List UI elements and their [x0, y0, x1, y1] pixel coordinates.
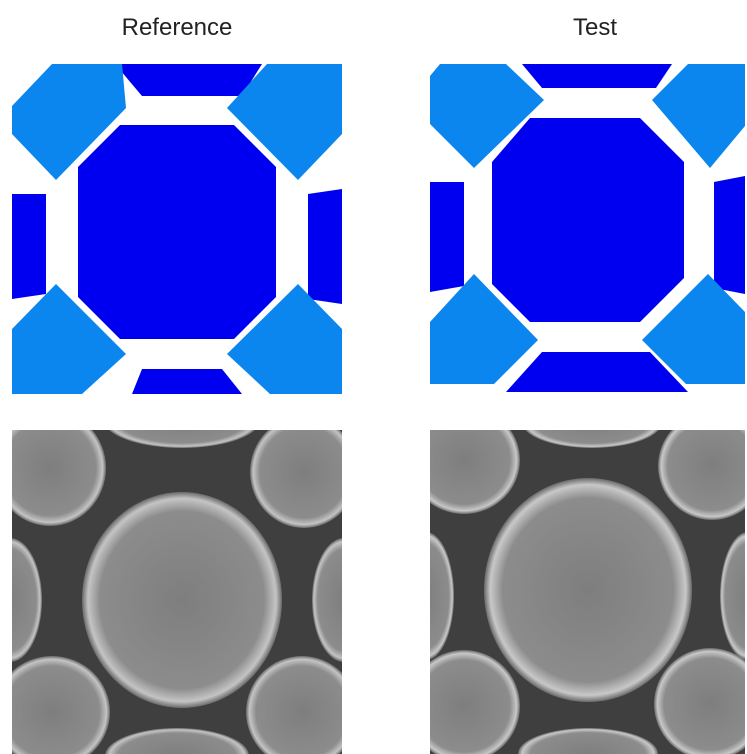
top-right-feature: [658, 430, 745, 520]
reference-sem-image: [12, 430, 342, 754]
left-feature: [12, 538, 42, 662]
test-layout-pattern: [430, 64, 745, 392]
bottom-right-feature: [246, 656, 342, 754]
left-feature: [430, 532, 454, 660]
bottom-left-diamond: [12, 284, 126, 394]
left-octagon: [430, 182, 464, 292]
top-left-diamond: [12, 64, 126, 180]
bottom-octagon: [506, 352, 688, 392]
center-feature: [484, 478, 692, 702]
bottom-right-diamond: [642, 274, 745, 384]
left-octagon: [12, 194, 46, 299]
top-octagon: [522, 64, 672, 88]
bottom-left-feature: [430, 650, 520, 754]
bottom-right-feature: [654, 648, 745, 754]
right-feature: [720, 532, 745, 660]
bottom-feature: [105, 728, 249, 754]
bottom-left-diamond: [430, 274, 538, 384]
right-octagon: [714, 176, 745, 294]
top-right-feature: [250, 430, 342, 528]
test-layout-svg: [430, 64, 745, 392]
bottom-right-diamond: [227, 284, 342, 394]
center-octagon: [78, 125, 276, 339]
bottom-left-feature: [12, 656, 110, 754]
right-octagon: [308, 189, 342, 304]
center-feature: [82, 492, 282, 708]
top-feature: [109, 430, 255, 448]
reference-column-title: Reference: [121, 14, 233, 41]
reference-layout-svg: [12, 64, 342, 394]
test-sem-image: [430, 430, 745, 754]
center-octagon: [492, 118, 684, 322]
top-left-feature: [430, 430, 520, 514]
bottom-octagon: [132, 369, 242, 394]
top-left-feature: [12, 430, 106, 526]
top-left-diamond: [430, 64, 544, 168]
reference-sem-svg: [12, 430, 342, 754]
reference-layout-pattern: [12, 64, 342, 394]
right-feature: [312, 538, 342, 662]
test-sem-svg: [430, 430, 745, 754]
top-feature: [525, 430, 659, 448]
bottom-feature: [518, 728, 658, 754]
top-right-diamond: [652, 64, 745, 168]
top-right-diamond: [227, 64, 342, 180]
test-column-title: Test: [572, 14, 617, 41]
top-octagon: [115, 64, 262, 96]
